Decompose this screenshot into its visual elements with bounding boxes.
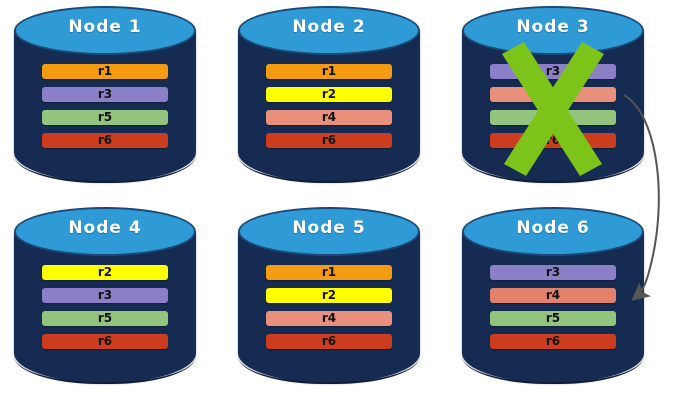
replica-row[interactable]: r6 <box>42 334 168 349</box>
cylinder-body <box>14 30 196 183</box>
replica-list: r1 r3 r5 r6 <box>42 64 168 156</box>
replica-row[interactable]: r3 <box>490 265 616 280</box>
replica-row[interactable]: r6 <box>266 334 392 349</box>
replica-list: r1 r2 r4 r6 <box>266 64 392 156</box>
replica-list: r3 r4 r5 r6 <box>490 64 616 156</box>
cylinder-top-disc <box>462 6 644 55</box>
replica-row[interactable]: r5 <box>42 311 168 326</box>
replica-row[interactable]: r2 <box>266 288 392 303</box>
cylinder-top-disc <box>462 207 644 256</box>
cylinder-top-disc <box>14 6 196 55</box>
replica-row[interactable]: r3 <box>490 64 616 79</box>
replica-row[interactable]: r6 <box>42 133 168 148</box>
replica-row[interactable]: r5 <box>490 311 616 326</box>
cylinder-top-disc <box>238 207 420 256</box>
replica-row[interactable]: r6 <box>266 133 392 148</box>
replica-row[interactable]: r6 <box>490 334 616 349</box>
cylinder-body <box>238 231 420 384</box>
replica-row[interactable]: r4 <box>490 87 616 102</box>
replica-row[interactable]: r1 <box>266 64 392 79</box>
replica-list: r2 r3 r5 r6 <box>42 265 168 357</box>
cylinder-top-disc <box>238 6 420 55</box>
cylinder-body <box>238 30 420 183</box>
cylinder-body <box>462 231 644 384</box>
replica-row[interactable]: r6 <box>490 133 616 148</box>
cylinder-body <box>14 231 196 384</box>
replica-row[interactable]: r1 <box>42 64 168 79</box>
replica-row[interactable]: r1 <box>266 265 392 280</box>
replica-list: r3 r4 r5 r6 <box>490 265 616 357</box>
replica-row[interactable]: r4 <box>490 288 616 303</box>
replica-row[interactable]: r2 <box>266 87 392 102</box>
replica-row[interactable]: r2 <box>42 265 168 280</box>
replica-row[interactable]: r4 <box>266 311 392 326</box>
replica-row[interactable]: r5 <box>42 110 168 125</box>
replica-row[interactable]: r3 <box>42 87 168 102</box>
replica-row[interactable]: r5 <box>490 110 616 125</box>
replica-list: r1 r2 r4 r6 <box>266 265 392 357</box>
replica-row[interactable]: r3 <box>42 288 168 303</box>
cylinder-top-disc <box>14 207 196 256</box>
replica-row[interactable]: r4 <box>266 110 392 125</box>
